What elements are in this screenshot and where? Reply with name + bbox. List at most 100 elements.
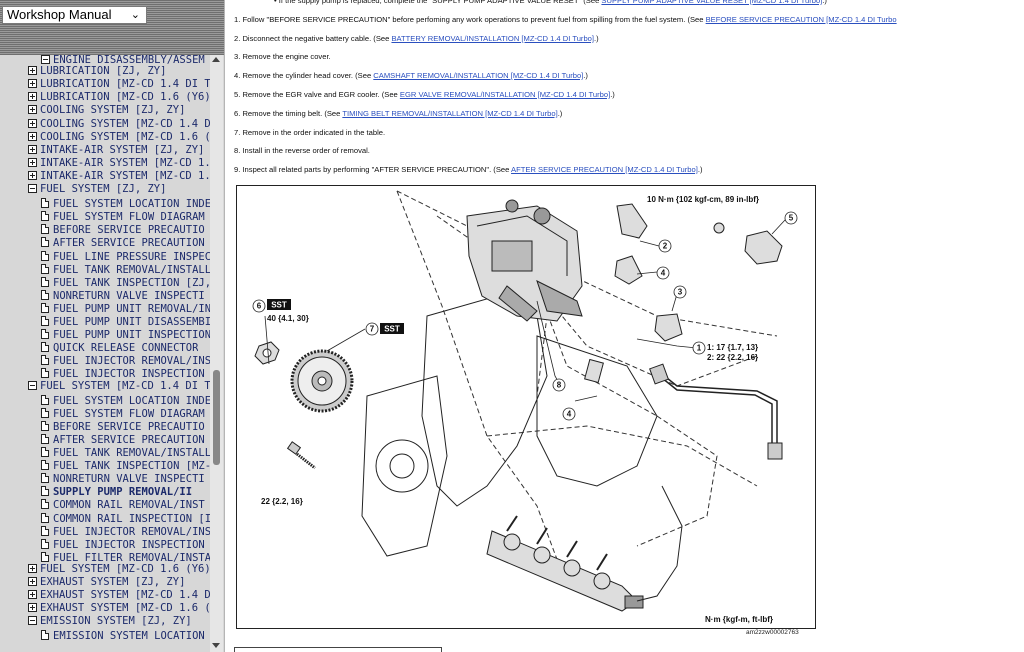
expand-icon[interactable] [28,92,37,102]
toc-page-item[interactable]: FUEL TANK REMOVAL/INSTALL [41,447,210,460]
toc-page-item[interactable]: COMMON RAIL INSPECTION [I [41,512,210,526]
toc-section-item[interactable]: LUBRICATION [MZ-CD 1.4 DI Tur [28,78,210,91]
page-icon[interactable] [41,224,49,235]
page-icon[interactable] [41,329,49,340]
toc-section-item[interactable]: FUEL SYSTEM [MZ-CD 1.6 (Y6)] [28,563,210,576]
toc-scrollbar[interactable] [210,55,223,652]
page-icon[interactable] [41,512,49,523]
page-icon[interactable] [41,263,49,274]
scroll-thumb[interactable] [213,370,220,465]
collapse-icon[interactable] [28,184,37,193]
page-icon[interactable] [41,407,49,418]
page-icon[interactable] [41,525,49,536]
scroll-up-arrow-icon[interactable] [212,57,220,62]
toc-page-item[interactable]: FUEL LINE PRESSURE INSPEC [41,250,210,264]
step-link[interactable]: SUPPLY PUMP ADAPTIVE VALUE RESET [MZ-CD … [601,0,823,5]
expand-icon[interactable] [28,66,37,76]
page-icon[interactable] [41,394,49,405]
toc-page-item[interactable]: FUEL TANK INSPECTION [MZ-( [41,460,210,473]
page-icon[interactable] [41,250,49,261]
page-icon[interactable] [41,289,49,300]
page-icon[interactable] [41,420,49,431]
toc-page-item[interactable]: FUEL TANK REMOVAL/INSTALL [41,263,210,277]
collapse-icon[interactable] [28,380,37,390]
expand-icon[interactable] [28,144,37,154]
expand-icon[interactable] [28,603,37,613]
toc-page-item[interactable]: NONRETURN VALVE INSPECTI [41,473,205,486]
toc-page-item[interactable]: BEFORE SERVICE PRECAUTIO [41,420,205,434]
step-link[interactable]: TIMING BELT REMOVAL/INSTALLATION [MZ-CD … [342,109,558,118]
toc-page-item[interactable]: FUEL INJECTOR INSPECTION [ [41,538,210,552]
toc-section-item[interactable]: EXHAUST SYSTEM [ZJ, ZY] [28,576,185,589]
toc-section-item[interactable]: LUBRICATION [MZ-CD 1.6 (Y6)] [28,91,210,104]
toc-page-item[interactable]: COMMON RAIL REMOVAL/INST [41,499,205,512]
expand-icon[interactable] [28,563,37,573]
toc-page-item[interactable]: FUEL INJECTOR REMOVAL/INS [41,355,210,368]
page-icon[interactable] [41,302,49,313]
scroll-down-arrow-icon[interactable] [212,643,220,648]
toc-page-item[interactable]: AFTER SERVICE PRECAUTION [41,237,205,250]
page-icon[interactable] [41,499,49,510]
page-icon[interactable] [41,447,49,457]
page-icon[interactable] [41,630,49,641]
toc-page-item[interactable]: NONRETURN VALVE INSPECTI [41,289,205,303]
expand-icon[interactable] [28,157,37,167]
toc-page-item[interactable]: FUEL SYSTEM LOCATION INDE [41,198,210,211]
toc-section-item[interactable]: EXHAUST SYSTEM [MZ-CD 1.4 D [28,589,210,602]
expand-icon[interactable] [28,590,37,600]
page-icon[interactable] [41,433,49,444]
page-icon[interactable] [41,355,49,366]
expand-icon[interactable] [28,131,37,141]
toc-page-item[interactable]: FUEL PUMP UNIT REMOVAL/IN [41,302,210,316]
toc-section-item[interactable]: EMISSION SYSTEM [ZJ, ZY] [28,615,192,628]
toc-section-item[interactable]: EXHAUST SYSTEM [MZ-CD 1.6 (Y [28,602,210,615]
page-icon[interactable] [41,316,49,326]
toc-page-item[interactable]: FUEL SYSTEM FLOW DIAGRAM [41,211,205,224]
toc-page-item[interactable]: AFTER SERVICE PRECAUTION [41,433,205,447]
toc-section-item[interactable]: INTAKE-AIR SYSTEM [ZJ, ZY] [28,144,204,157]
expand-icon[interactable] [28,79,37,89]
toc-section-item[interactable]: ENGINE DISASSEMBLY/ASSEM [41,55,205,67]
page-icon[interactable] [41,460,49,471]
page-icon[interactable] [41,198,49,209]
toc-page-item[interactable]: FUEL PUMP UNIT INSPECTION [41,329,210,342]
toc-page-item[interactable]: QUICK RELEASE CONNECTOR [41,342,198,355]
page-icon[interactable] [41,276,49,287]
expand-icon[interactable] [28,118,37,128]
expand-icon[interactable] [28,170,37,180]
toc-page-item[interactable]: FUEL SYSTEM LOCATION INDE [41,394,210,408]
toc-page-item[interactable]: SUPPLY PUMP REMOVAL/II [41,486,192,499]
collapse-icon[interactable] [28,616,37,626]
toc-section-item[interactable]: FUEL SYSTEM [ZJ, ZY] [28,183,166,196]
step-link[interactable]: AFTER SERVICE PRECAUTION [MZ-CD 1.4 DI T… [511,165,698,174]
step-link[interactable]: EGR VALVE REMOVAL/INSTALLATION [MZ-CD 1.… [399,90,611,99]
page-icon[interactable] [41,237,49,248]
page-icon[interactable] [41,551,49,562]
toc-page-item[interactable]: FUEL FILTER REMOVAL/INSTA [41,551,210,565]
step-link[interactable]: BEFORE SERVICE PRECAUTION [MZ-CD 1.4 DI … [705,15,897,24]
collapse-icon[interactable] [41,55,50,64]
toc-section-item[interactable]: INTAKE-AIR SYSTEM [MZ-CD 1.6 [28,170,210,183]
toc-section-item[interactable]: COOLING SYSTEM [MZ-CD 1.4 D [28,118,210,131]
step-link[interactable]: CAMSHAFT REMOVAL/INSTALLATION [MZ-CD 1.4… [373,71,584,80]
manual-selector[interactable]: Workshop Manual ⌄ [2,6,147,24]
page-icon[interactable] [41,342,49,353]
toc-section-item[interactable]: COOLING SYSTEM [MZ-CD 1.6 (Y [28,131,210,144]
toc-page-item[interactable]: FUEL PUMP UNIT DISASSEMBI [41,316,210,329]
toc-page-item[interactable]: FUEL INJECTOR INSPECTION [ [41,368,210,381]
page-icon[interactable] [41,473,49,484]
step-link[interactable]: BATTERY REMOVAL/INSTALLATION [MZ-CD 1.4 … [391,34,594,43]
page-icon[interactable] [41,538,49,549]
toc-page-item[interactable]: BEFORE SERVICE PRECAUTIO [41,224,205,237]
expand-icon[interactable] [28,105,37,115]
toc-section-item[interactable]: LUBRICATION [ZJ, ZY] [28,65,166,78]
toc-section-item[interactable]: COOLING SYSTEM [ZJ, ZY] [28,104,185,117]
toc-page-item[interactable]: EMISSION SYSTEM LOCATION [41,630,205,643]
toc-page-item[interactable]: FUEL TANK INSPECTION [ZJ, Z [41,276,210,290]
page-icon[interactable] [41,211,49,222]
page-icon[interactable] [41,368,49,379]
toc-page-item[interactable]: FUEL INJECTOR REMOVAL/INS [41,525,210,539]
expand-icon[interactable] [28,577,37,586]
toc-page-item[interactable]: FUEL SYSTEM FLOW DIAGRAM [41,407,205,421]
toc-section-item[interactable]: INTAKE-AIR SYSTEM [MZ-CD 1.4 [28,157,210,170]
